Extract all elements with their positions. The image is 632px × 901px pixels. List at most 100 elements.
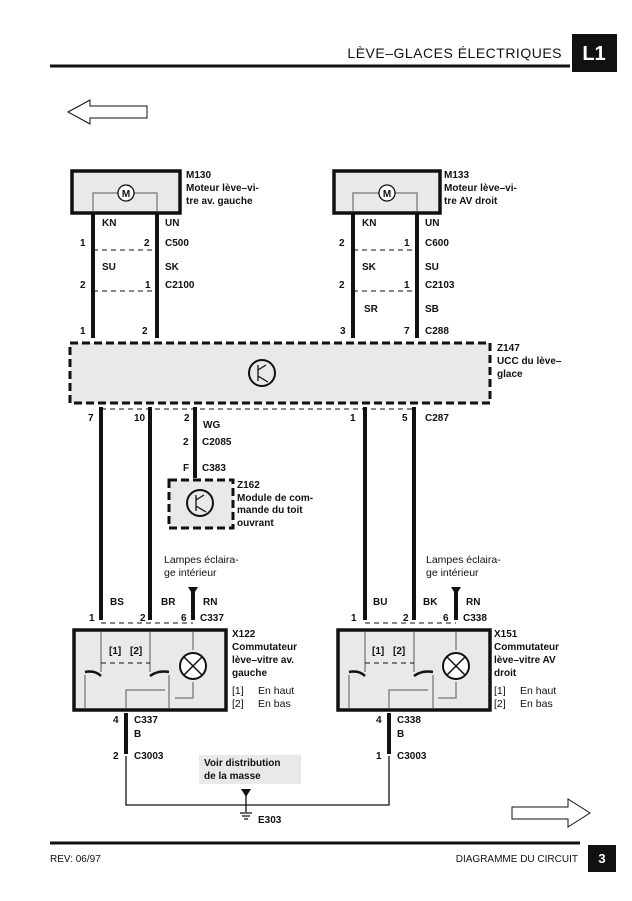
x122-id: X122 bbox=[232, 629, 256, 640]
pin-number: 1 bbox=[80, 238, 86, 249]
motor-icon bbox=[117, 184, 135, 202]
connector-id: C337 bbox=[200, 613, 224, 624]
wire-color: SK bbox=[165, 262, 180, 273]
pin-number: 2 bbox=[140, 613, 146, 624]
pin-number: 2 bbox=[339, 280, 345, 291]
connector-id: C3003 bbox=[134, 751, 164, 762]
z162-module-box bbox=[167, 478, 235, 530]
pin-number: 6 bbox=[443, 613, 449, 624]
pin-number: 1 bbox=[89, 613, 95, 624]
legend-key: [2] bbox=[494, 698, 506, 710]
legend-key: [1] bbox=[494, 685, 506, 697]
wire-color: BU bbox=[373, 597, 387, 608]
connector-id: C2100 bbox=[165, 280, 195, 291]
z147-desc: glace bbox=[497, 369, 523, 380]
pin-number: 2 bbox=[144, 238, 150, 249]
x151-desc: droit bbox=[494, 668, 517, 679]
pin-number: 2 bbox=[184, 413, 190, 424]
x151-id: X151 bbox=[494, 629, 518, 640]
wire-color: SU bbox=[425, 262, 439, 273]
wire-color: RN bbox=[466, 597, 480, 608]
wire-color: KN bbox=[362, 218, 376, 229]
lamp-feed-note: ge intérieur bbox=[164, 567, 217, 579]
wire-color: BK bbox=[423, 597, 438, 608]
revision-label: REV: 06/97 bbox=[50, 854, 101, 865]
connector-id: C3003 bbox=[397, 751, 427, 762]
legend-value: En bas bbox=[258, 698, 291, 710]
m133-internal-wiring bbox=[352, 192, 418, 211]
z162-id: Z162 bbox=[237, 480, 260, 491]
pin-number: 2 bbox=[403, 613, 409, 624]
continuation-arrow-icon bbox=[451, 587, 461, 595]
left-motor-wires bbox=[91, 213, 159, 338]
next-page-arrow-icon[interactable] bbox=[511, 798, 591, 828]
pin-number: 1 bbox=[145, 280, 151, 291]
pin-number: 6 bbox=[181, 613, 187, 624]
transistor-icon bbox=[248, 359, 276, 387]
pin-number: 1 bbox=[376, 751, 382, 762]
pin-number: 1 bbox=[404, 238, 410, 249]
motor-symbol: M bbox=[383, 189, 391, 200]
connector-id: C2085 bbox=[202, 437, 232, 448]
transistor-icon bbox=[186, 489, 214, 517]
ground-icon bbox=[240, 812, 252, 820]
pin-number: 1 bbox=[404, 280, 410, 291]
pin-number: 2 bbox=[142, 326, 148, 337]
m130-desc: Moteur lève–vi- bbox=[186, 183, 259, 194]
pin-number: 2 bbox=[80, 280, 86, 291]
wire-color: WG bbox=[203, 420, 220, 431]
ground-note-box bbox=[199, 755, 301, 784]
connector-id: C600 bbox=[425, 238, 449, 249]
x151-desc: lève–vitre AV bbox=[494, 655, 556, 666]
x122-switch: [1] [2] bbox=[72, 628, 228, 712]
lamp-feed-note: ge intérieur bbox=[426, 567, 479, 579]
connector-id: C383 bbox=[202, 463, 226, 474]
section-badge bbox=[572, 34, 617, 72]
wire-color: SR bbox=[364, 304, 379, 315]
z147-id: Z147 bbox=[497, 343, 520, 354]
pin-number: F bbox=[183, 463, 189, 474]
wire-color: SU bbox=[102, 262, 116, 273]
z147-module-box bbox=[68, 341, 492, 405]
x122-desc: lève–vitre av. bbox=[232, 655, 294, 666]
ground-bus bbox=[125, 756, 390, 812]
connector-id: C500 bbox=[165, 238, 189, 249]
m130-id: M130 bbox=[186, 170, 211, 181]
x151-switch: [1] [2] bbox=[336, 628, 492, 712]
z147-desc: UCC du lève– bbox=[497, 356, 562, 367]
ground-note: Voir distribution bbox=[204, 758, 280, 769]
pin-number: 7 bbox=[404, 326, 410, 337]
wire-color: B bbox=[134, 729, 141, 740]
continuation-arrow-icon bbox=[188, 587, 198, 595]
page-number: 3 bbox=[598, 851, 605, 866]
previous-page-arrow-icon[interactable] bbox=[66, 99, 148, 125]
m133-desc: Moteur lève–vi- bbox=[444, 183, 517, 194]
wire-color: BR bbox=[161, 597, 176, 608]
svg-text:[2]: [2] bbox=[393, 646, 405, 657]
pin-number: 10 bbox=[134, 413, 146, 424]
wire-color: KN bbox=[102, 218, 116, 229]
page-number-badge bbox=[588, 845, 616, 872]
x122-desc: gauche bbox=[232, 668, 267, 679]
pin-number: 2 bbox=[183, 437, 189, 448]
wire-color: UN bbox=[425, 218, 439, 229]
motor-icon bbox=[378, 184, 396, 202]
ground-id: E303 bbox=[258, 815, 282, 826]
connector-id: C288 bbox=[425, 326, 449, 337]
pin-number: 1 bbox=[351, 613, 357, 624]
m133-id: M133 bbox=[444, 170, 469, 181]
wire-color: B bbox=[397, 729, 404, 740]
svg-text:[2]: [2] bbox=[130, 646, 142, 657]
legend-key: [1] bbox=[232, 685, 244, 697]
z162-desc: Module de com- bbox=[237, 493, 313, 504]
document-title: DIAGRAMME DU CIRCUIT bbox=[456, 854, 578, 865]
connector-id: C338 bbox=[463, 613, 487, 624]
switch-feed-wires bbox=[99, 407, 416, 620]
x122-desc: Commutateur bbox=[232, 642, 297, 653]
z162-desc: ouvrant bbox=[237, 518, 274, 529]
m133-desc: tre AV droit bbox=[444, 196, 498, 207]
pin-number: 2 bbox=[339, 238, 345, 249]
pin-number: 1 bbox=[350, 413, 356, 424]
